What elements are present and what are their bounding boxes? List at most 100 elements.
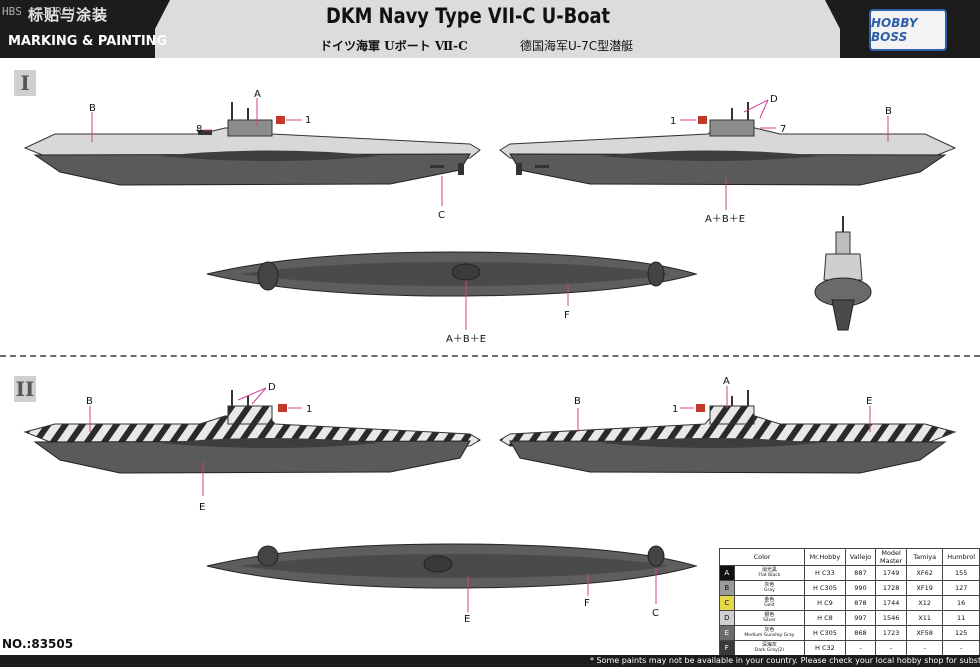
row-tamiya: X11 [905,610,944,626]
row-humbrol: 11 [942,610,980,626]
header-mr-hobby: Mr.Hobby [804,548,846,566]
row-mr-hobby: H C9 [804,595,846,611]
row-key: D [719,610,735,626]
header-left-panel [0,0,155,58]
callout-a: A [723,376,730,387]
row-vallejo: 868 [844,625,877,641]
sub-bottom-left-profile [23,390,481,474]
row-vallejo: 887 [844,565,877,581]
callout-e: E [199,502,205,513]
callout-b: B [86,396,93,407]
row-mr-hobby: H C32 [804,640,846,656]
callout-b: B [89,103,96,114]
row-vallejo: - [844,640,877,656]
header-color: Color [718,548,806,566]
callout-b: B [885,106,892,117]
callout-f: F [584,598,590,609]
header-right-slant [825,0,855,58]
row-mr-hobby: H C8 [804,610,846,626]
callout-mix: A＋B＋E [446,334,486,345]
callout-b: B [574,396,581,407]
row-key: B [719,580,735,596]
row-model-master: 1749 [875,565,907,581]
callout-1: 1 [670,116,676,127]
row-tamiya: XF58 [905,625,944,641]
callout-1: 1 [305,115,311,126]
callout-c: C [652,608,659,619]
row-humbrol: 125 [942,625,980,641]
row-mr-hobby: H C33 [804,565,846,581]
sub-bottom-plan-view [206,543,698,589]
row-mr-hobby: H C305 [804,580,846,596]
row-model-master: - [875,640,907,656]
chinese-subtitle: 德国海军U-7C型潜艇 [520,39,634,53]
row-key: C [719,595,735,611]
callout-1: 1 [672,404,678,415]
header-humbrol: Humbrol [942,548,980,566]
row-key: A [719,565,735,581]
row-vallejo: 997 [844,610,877,626]
row-model-master: 1744 [875,595,907,611]
row-humbrol: 16 [942,595,980,611]
sub-bottom-right-profile [499,390,957,474]
footer-note: * Some paints may not be available in yo… [590,656,980,665]
callout-7: 7 [780,124,786,135]
callout-f: F [564,310,570,321]
callout-mix: A＋B＋E [705,214,745,225]
sub-top-right-profile [499,102,957,186]
marking-painting-label: MARKING & PAINTING [8,34,168,49]
table-header-row: Color Mr.Hobby Vallejo Model Master Tami… [718,548,980,566]
row-tamiya: - [905,640,944,656]
row-model-master: 1728 [875,580,907,596]
paint-reference-table: Color Mr.Hobby Vallejo Model Master Tami… [718,548,980,656]
row-humbrol: - [942,640,980,656]
watermark-text: HBS ©ZJSRCH [2,5,75,18]
section-two-marker: II [14,376,36,402]
japanese-subtitle: ドイツ海軍 Uボート Ⅶ-C [320,39,468,53]
row-vallejo: 878 [844,595,877,611]
row-model-master: 1723 [875,625,907,641]
header-vallejo: Vallejo [844,548,877,566]
row-humbrol: 127 [942,580,980,596]
sub-top-left-profile [23,102,481,186]
row-model-master: 1546 [875,610,907,626]
callout-a: A [254,89,261,100]
callout-1: 1 [306,404,312,415]
callout-c: C [438,210,445,221]
brand-logo: HOBBY BOSS [869,9,947,51]
header-tamiya: Tamiya [905,548,944,566]
callout-d: D [770,94,778,105]
row-tamiya: XF62 [905,565,944,581]
page-title: DKM Navy Type VII-C U-Boat [326,4,611,28]
footer-bar [0,655,980,667]
callout-d: D [268,382,276,393]
row-key: F [719,640,735,656]
callout-e: E [866,396,872,407]
section-divider [0,355,980,357]
row-tamiya: XF19 [905,580,944,596]
sub-bow-view [814,216,872,331]
row-vallejo: 990 [844,580,877,596]
row-mr-hobby: H C305 [804,625,846,641]
callout-e: E [464,614,470,625]
chinese-title: 标贴与涂装 [28,7,109,24]
row-key: E [719,625,735,641]
product-code: NO.:83505 [2,637,74,651]
sub-top-plan-view [206,251,698,297]
row-humbrol: 155 [942,565,980,581]
section-one-marker: I [14,70,36,96]
row-tamiya: X12 [905,595,944,611]
header-left-slant [140,0,170,58]
